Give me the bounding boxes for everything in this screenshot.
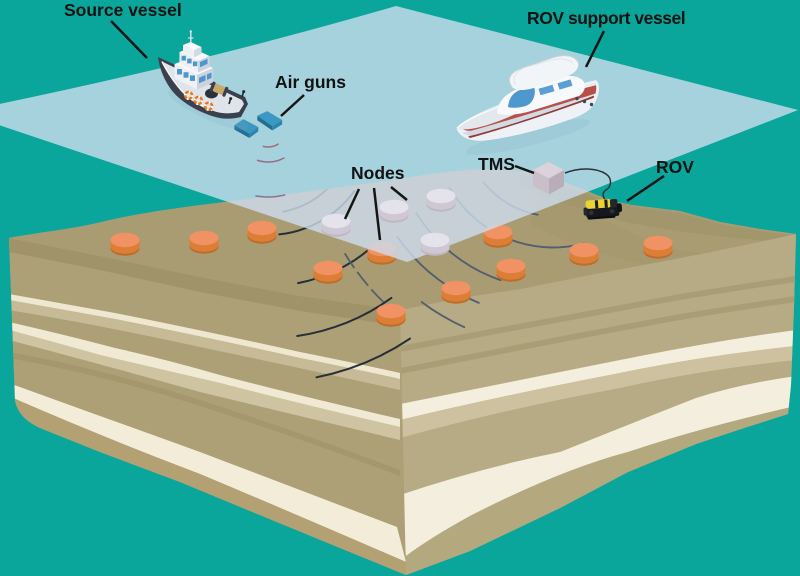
svg-text:Air guns: Air guns [275,72,346,92]
svg-text:TMS: TMS [478,154,515,174]
svg-text:ROV support vessel: ROV support vessel [527,8,685,28]
svg-text:ROV: ROV [656,157,694,177]
svg-text:Source vessel: Source vessel [64,0,182,20]
svg-text:Nodes: Nodes [351,163,405,183]
